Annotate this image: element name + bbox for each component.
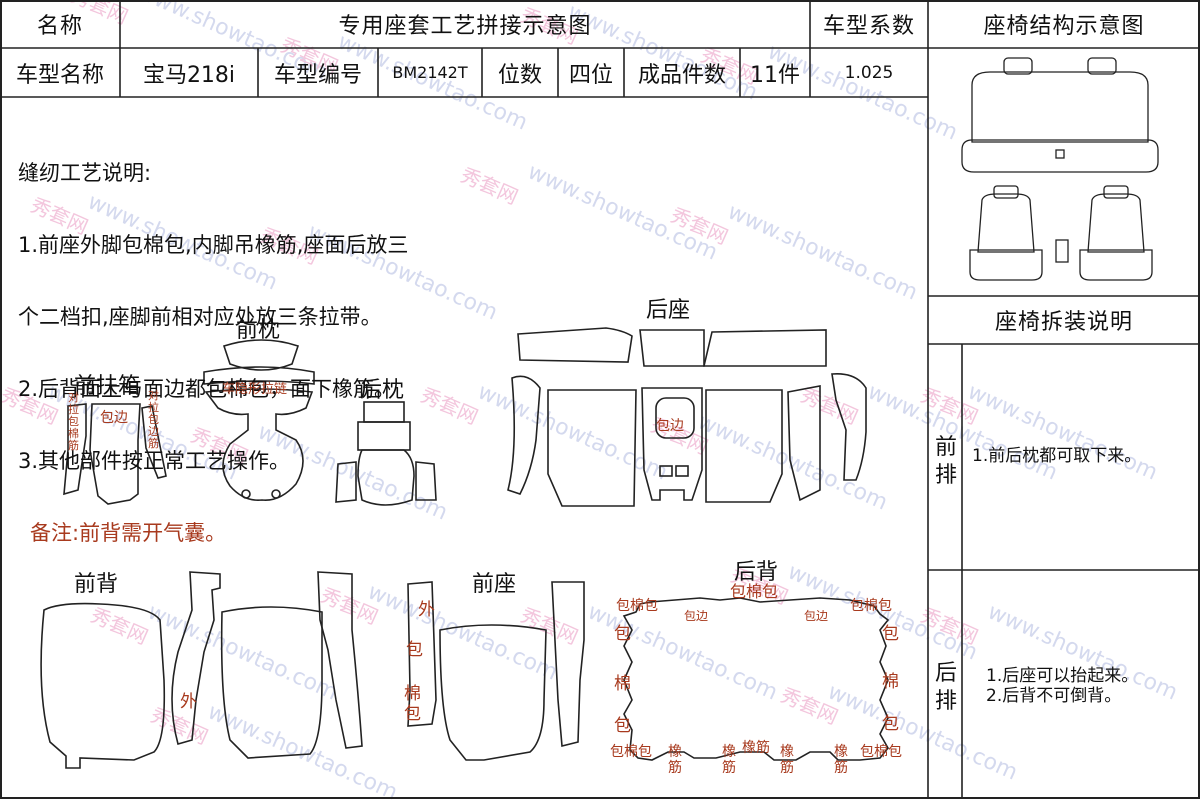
mark-rear-back-bl: 包棉包: [610, 744, 652, 760]
mark-front-seat-outer: 外: [418, 600, 435, 620]
part-label-front-headrest: 前枕: [236, 318, 281, 343]
mark-rear-back-mian-r: 棉: [882, 672, 899, 692]
notes-remark: 备注:前背需开气囊。: [30, 521, 227, 545]
sewing-notes: 缝纫工艺说明: 1.前座外脚包棉包,内脚吊橡筋,座面后放三 个二档扣,座脚前相对…: [18, 113, 408, 569]
mark-armrest-left: 对拉包棉筋: [68, 391, 79, 452]
seats-value: 四位: [568, 62, 613, 88]
mark-rear-back-bao-r1: 包: [882, 624, 899, 644]
part-label-front-armrest: 前扶箱: [74, 374, 141, 399]
mark-rear-seat-edge: 包边: [656, 418, 684, 434]
mark-armrest-mid: 包边: [100, 410, 128, 426]
mark-rear-back-xj5: 橡筋: [834, 744, 848, 776]
page-title: 专用座套工艺拼接示意图: [338, 14, 592, 39]
mark-rear-back-bao-l1: 包: [614, 624, 631, 644]
pieces-label: 成品件数: [637, 62, 726, 88]
coef-value: 1.025: [844, 62, 894, 83]
rear-row-line1: 1.后座可以抬起来。: [986, 666, 1139, 686]
part-label-rear-headrest: 后枕: [360, 378, 405, 403]
mark-rear-back-mian-l: 棉: [614, 674, 631, 694]
name-label: 名称: [36, 14, 83, 39]
notes-line: 2.后背面上与面边都包棉包，面下橡筋。: [18, 377, 396, 401]
mark-rear-back-tl: 包棉包: [616, 598, 658, 614]
mark-rear-back-bao-l2: 包: [614, 716, 631, 736]
rear-seat-pieces: [507, 327, 867, 507]
rear-headrest-pieces: [335, 401, 437, 506]
part-label-rear-back: 后背: [734, 560, 779, 585]
part-label-front-back: 前背: [74, 572, 119, 597]
notes-line: 个二档扣,座脚前相对应处放三条拉带。: [18, 305, 382, 329]
mark-rear-back-edge-r: 包边: [804, 609, 829, 623]
front-seat-pieces: [407, 581, 585, 761]
rear-row-line2: 2.后背不可倒背。: [986, 686, 1122, 706]
structure-title: 座椅结构示意图: [983, 14, 1145, 39]
part-label-rear-seat: 后座: [646, 298, 691, 323]
pieces-value: 11件: [750, 62, 800, 88]
front-row-text: 1.前后枕都可取下来。: [972, 446, 1142, 466]
model-label: 车型名称: [15, 62, 104, 88]
mark-rear-back-br: 包棉包: [860, 744, 902, 760]
coef-label: 车型系数: [822, 14, 915, 39]
mark-armrest-right: 对拉包边筋: [148, 389, 159, 450]
mark-front-back-outer: 外: [180, 692, 197, 712]
mark-front-seat-mianbao: 棉包: [404, 684, 421, 724]
code-label: 车型编号: [273, 62, 362, 88]
mark-rear-back-top: 包棉包: [730, 582, 779, 601]
front-headrest-pieces: [203, 339, 315, 502]
front-back-pieces: [40, 571, 363, 769]
mark-rear-back-bao-r2: 包: [882, 714, 899, 734]
mark-rear-back-xj4: 橡筋: [780, 744, 794, 776]
rear-back-piece: [622, 597, 890, 761]
mark-rear-back-tr: 包棉包: [850, 598, 892, 614]
part-label-front-seat: 前座: [472, 572, 517, 597]
mark-rear-back-xj3: 橡筋: [742, 740, 770, 756]
code-value: BM2142T: [392, 63, 468, 82]
front-armrest-pieces: [63, 403, 167, 505]
mark-front-seat-bao: 包: [406, 640, 423, 660]
model-value: 宝马218ⅰ: [142, 62, 236, 88]
mark-hidden-zipper: 车隐形拉链: [222, 382, 288, 397]
rear-row-label: 后排: [934, 661, 957, 714]
mark-rear-back-edge-l: 包边: [684, 609, 709, 623]
notes-line: 3.其他部件按正常工艺操作。: [18, 449, 291, 473]
instructions-title: 座椅拆装说明: [994, 310, 1133, 335]
mark-rear-back-xj1: 橡筋: [668, 744, 682, 776]
seats-label: 位数: [497, 62, 542, 88]
notes-line: 1.前座外脚包棉包,内脚吊橡筋,座面后放三: [18, 233, 409, 257]
notes-title: 缝纫工艺说明:: [18, 161, 152, 185]
mark-rear-back-xj2: 橡筋: [722, 744, 736, 776]
front-row-label: 前排: [934, 435, 957, 488]
seat-structure-diagram: [961, 57, 1159, 281]
